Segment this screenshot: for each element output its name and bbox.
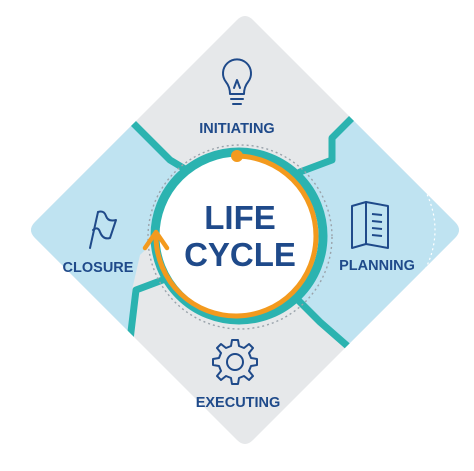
closure-label: CLOSURE — [63, 260, 134, 276]
flag-icon — [89, 210, 117, 249]
executing-label: EXECUTING — [196, 395, 281, 411]
cycle-arrow-start-dot — [231, 150, 243, 162]
document-icon — [351, 201, 389, 249]
closure-bottom-border — [126, 274, 170, 341]
executing-phase: EXECUTING — [196, 339, 281, 411]
planning-phase: PLANNING — [339, 201, 415, 274]
center-line2: CYCLE — [184, 236, 296, 273]
planning-label: PLANNING — [339, 258, 415, 274]
center-shadow — [147, 144, 333, 330]
initiating-phase: INITIATING — [199, 58, 275, 137]
center-inner-disc — [165, 162, 313, 310]
closure-phase: CLOSURE — [63, 210, 134, 276]
initiating-label: INITIATING — [199, 121, 274, 137]
center-hub: LIFE CYCLE — [142, 144, 333, 330]
cycle-arrow — [153, 153, 319, 319]
cycle-arrow-head — [142, 229, 170, 251]
lightbulb-icon — [222, 58, 252, 105]
planning-bottom-border — [293, 295, 355, 353]
decorative-arc-right — [424, 189, 436, 271]
center-line1: LIFE — [204, 199, 276, 236]
gear-icon — [212, 339, 258, 385]
